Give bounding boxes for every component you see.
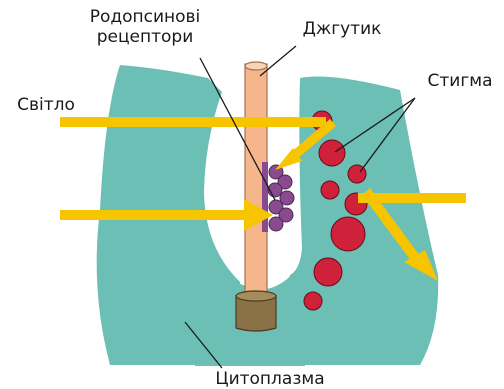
- label-receptors-line1: Родопсинові: [90, 7, 201, 27]
- label-flagellum: Джгутик: [303, 19, 382, 39]
- flagellum-base-top: [236, 291, 276, 301]
- receptor-vesicle: [269, 217, 283, 231]
- flagellum-tip: [245, 62, 267, 70]
- label-stigma: Стигма: [428, 71, 493, 91]
- stigma-granule: [304, 292, 322, 310]
- stigma-granule: [319, 140, 345, 166]
- label-light: Світло: [17, 95, 75, 115]
- label-cytoplasm: Цитоплазма: [215, 369, 324, 389]
- label-receptors-line2: рецептори: [97, 27, 194, 47]
- stigma-granule: [321, 181, 339, 199]
- rhodopsin-receptors: [262, 162, 294, 232]
- stigma-granule: [331, 217, 365, 251]
- light-arrow-bottom-shaft: [60, 210, 248, 220]
- receptor-membrane: [262, 162, 268, 232]
- stigma-granule: [314, 258, 342, 286]
- leader-line-flagellum: [260, 46, 296, 76]
- light-arrow-top-horizontal: [60, 117, 326, 127]
